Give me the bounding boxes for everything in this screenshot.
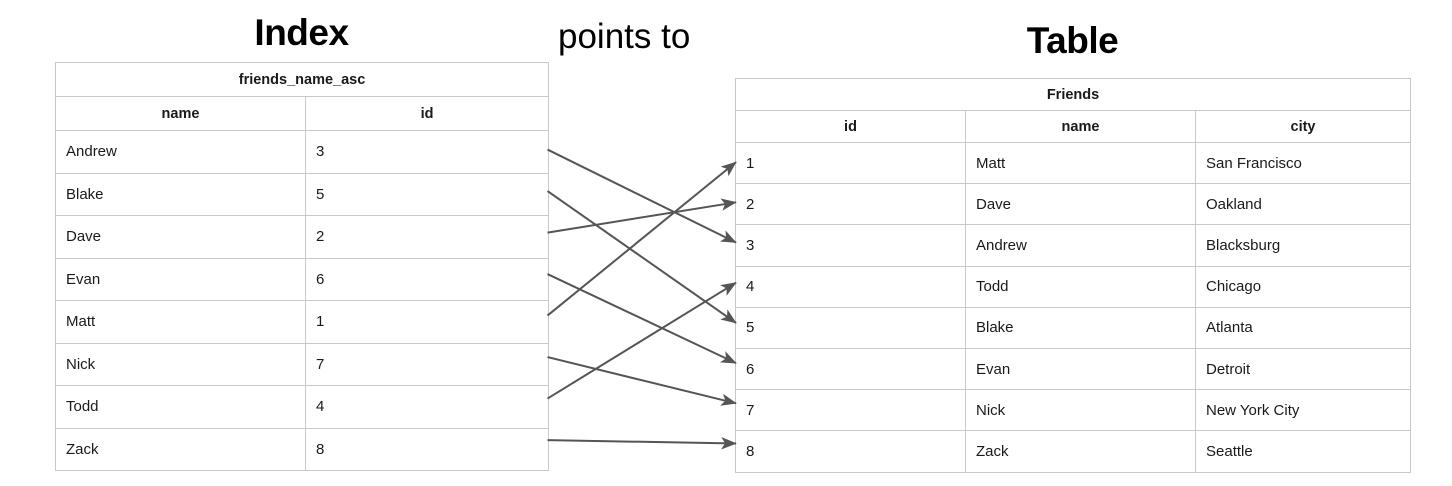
index_table-cell-id: 2 bbox=[304, 215, 550, 259]
data_table-cell-city: New York City bbox=[1194, 389, 1412, 432]
index_table-caption-row: friends_name_asc bbox=[54, 62, 550, 97]
index_table-cell-name: Nick bbox=[55, 342, 306, 386]
index_table-caption: friends_name_asc bbox=[54, 62, 550, 97]
pointer-arrow-Blake-to-id-5 bbox=[546, 190, 737, 324]
index_table-cell-name: Matt bbox=[55, 300, 306, 344]
data_table-caption-row: Friends bbox=[734, 78, 1412, 111]
index_table-cell-name: Andrew bbox=[55, 130, 306, 174]
index_table-cell-name: Zack bbox=[55, 427, 306, 471]
index_table-cell-name: Todd bbox=[55, 385, 306, 429]
data_table-column-header-name: name bbox=[965, 110, 1196, 143]
data_table-cell-name: Matt bbox=[965, 141, 1196, 185]
pointer-arrow-Dave-to-id-2 bbox=[547, 198, 737, 234]
data_table-cell-name: Dave bbox=[965, 183, 1196, 226]
index_table-cell-id: 7 bbox=[304, 342, 550, 386]
pointer-arrow-Zack-to-id-8 bbox=[547, 437, 737, 450]
data_table-cell-id: 7 bbox=[735, 389, 966, 432]
data_table-caption: Friends bbox=[734, 78, 1412, 111]
index_table-cell-id: 3 bbox=[304, 130, 550, 174]
data_table-cell-id: 6 bbox=[735, 347, 966, 391]
index_table-column-header-name: name bbox=[55, 96, 306, 131]
index_table-cell-name: Blake bbox=[55, 172, 306, 216]
index_table-cell-id: 1 bbox=[304, 300, 550, 344]
data_table-cell-name: Zack bbox=[965, 430, 1196, 473]
index_table-cell-id: 8 bbox=[304, 427, 550, 471]
pointer-arrow-Evan-to-id-6 bbox=[547, 273, 737, 365]
data_table-cell-id: 1 bbox=[735, 141, 966, 185]
data_table-cell-city: Oakland bbox=[1194, 183, 1412, 226]
data_table-cell-city: Seattle bbox=[1194, 430, 1412, 473]
data_table-cell-city: Detroit bbox=[1194, 347, 1412, 391]
index_table-cell-id: 4 bbox=[304, 385, 550, 429]
index_table-cell-name: Evan bbox=[55, 257, 306, 301]
pointer-arrow-Todd-to-id-4 bbox=[546, 281, 737, 400]
pointer-arrow-Nick-to-id-7 bbox=[547, 356, 737, 406]
index_table-cell-id: 5 bbox=[304, 172, 550, 216]
data_table-cell-id: 2 bbox=[735, 183, 966, 226]
index_table-cell-id: 6 bbox=[304, 257, 550, 301]
data_table-cell-id: 3 bbox=[735, 224, 966, 267]
data_table-cell-city: San Francisco bbox=[1194, 141, 1412, 185]
data_table-cell-city: Blacksburg bbox=[1194, 224, 1412, 267]
data_table-cell-name: Andrew bbox=[965, 224, 1196, 267]
index_table-cell-name: Dave bbox=[55, 215, 306, 259]
table-title: Table bbox=[1026, 20, 1119, 61]
data_table-cell-id: 8 bbox=[735, 430, 966, 473]
data_table-cell-city: Chicago bbox=[1194, 265, 1412, 308]
index-title: Index bbox=[254, 12, 349, 53]
data_table-cell-name: Nick bbox=[965, 389, 1196, 432]
data_table-cell-name: Evan bbox=[965, 347, 1196, 391]
index_table-column-header-id: id bbox=[304, 96, 550, 131]
points-to-label: points to bbox=[558, 17, 691, 56]
data_table-column-header-city: city bbox=[1194, 110, 1412, 143]
data_table-cell-name: Todd bbox=[965, 265, 1196, 308]
data_table-cell-name: Blake bbox=[965, 306, 1196, 349]
data_table-cell-city: Atlanta bbox=[1194, 306, 1412, 349]
data_table-cell-id: 4 bbox=[735, 265, 966, 308]
data_table-cell-id: 5 bbox=[735, 306, 966, 349]
data_table-column-header-id: id bbox=[735, 110, 966, 143]
pointer-arrow-Andrew-to-id-3 bbox=[547, 148, 737, 244]
pointer-arrow-Matt-to-id-1 bbox=[546, 161, 737, 317]
